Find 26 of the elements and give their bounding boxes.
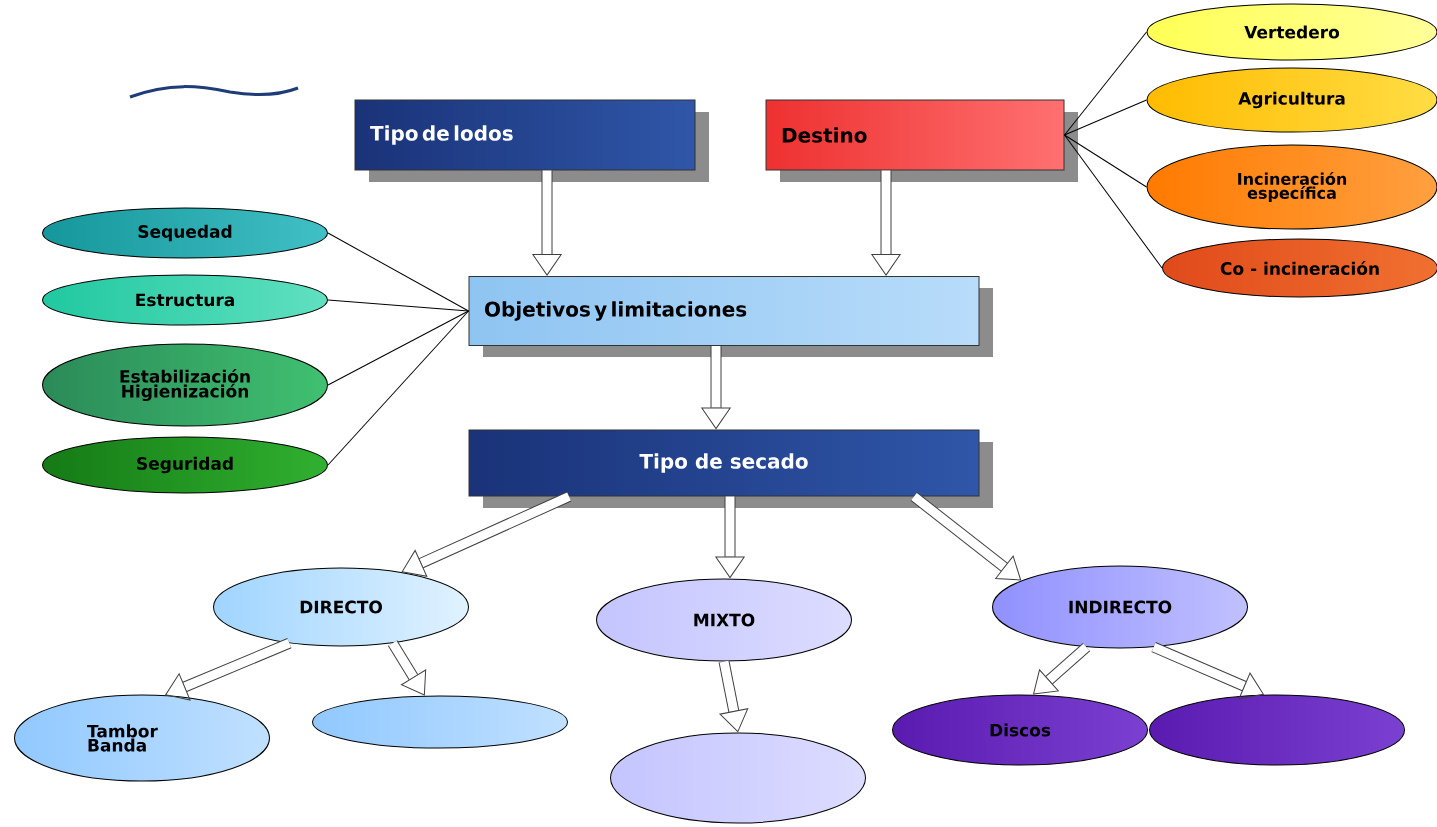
connector-line <box>1064 134 1147 188</box>
title-box: Destino <box>765 99 1078 182</box>
block-arrow <box>1033 642 1091 695</box>
connector-line <box>327 310 469 466</box>
option-ellipse <box>312 695 568 749</box>
connector-line <box>327 310 469 386</box>
block-arrow <box>718 660 749 733</box>
block-arrow <box>701 346 731 430</box>
title-box: Tipo de lodos <box>354 99 709 182</box>
block-arrow <box>387 640 427 696</box>
title-box: Objetivos y limitaciones <box>468 276 993 357</box>
block-arrow <box>401 491 572 577</box>
connector-line <box>1064 31 1147 136</box>
option-ellipse <box>610 732 866 824</box>
block-arrow <box>532 170 562 276</box>
connector-line <box>1064 134 1163 269</box>
title-box: Tipo de secado <box>468 429 993 508</box>
option-ellipse <box>1149 694 1405 766</box>
connector-line <box>1064 99 1147 136</box>
block-arrow <box>871 170 901 276</box>
block-arrow <box>715 496 745 579</box>
connector-line <box>327 299 469 312</box>
block-arrow <box>165 638 292 701</box>
connector-line <box>327 232 469 312</box>
block-arrow <box>1151 642 1264 700</box>
block-arrow <box>910 492 1022 581</box>
